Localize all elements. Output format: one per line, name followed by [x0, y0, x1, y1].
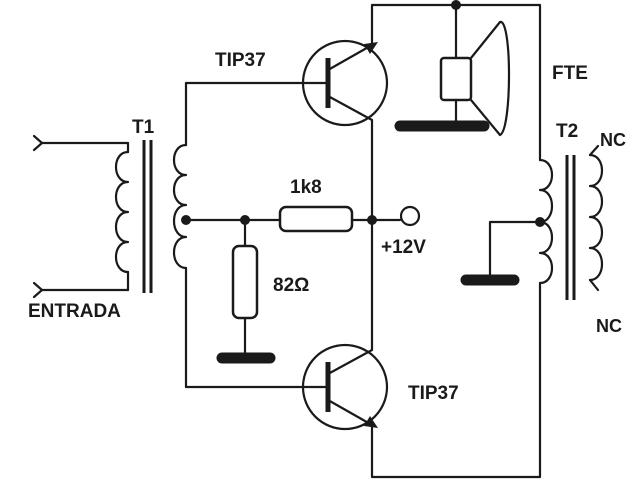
- t2-primary-coil: [460, 158, 554, 302]
- t1-core: [142, 140, 153, 293]
- input-label: ENTRADA: [28, 301, 121, 322]
- speaker-label: FTE: [552, 63, 588, 84]
- supply-label: +12V: [381, 237, 426, 258]
- nc-bottom-label: NC: [596, 316, 622, 336]
- resistor-82ohm: [216, 218, 276, 364]
- speaker: [394, 3, 511, 137]
- t1-primary-coil: [114, 141, 130, 292]
- supply-terminal: [399, 205, 421, 227]
- main-wiring: [184, 3, 542, 479]
- t2-label: T2: [556, 121, 579, 142]
- t1-secondary-coil: [172, 81, 188, 389]
- nc-top-label: NC: [600, 130, 626, 150]
- t2-core: [565, 155, 576, 300]
- resistor-1k8: [278, 205, 354, 233]
- q2-label: TIP37: [408, 383, 459, 404]
- transistor-q2: [184, 343, 389, 431]
- t2-secondary-coil: [588, 144, 604, 292]
- t1-label: T1: [132, 117, 155, 138]
- resistor-82-label: 82Ω: [273, 275, 310, 296]
- resistor-1k8-label: 1k8: [290, 177, 322, 198]
- input-terminals: [32, 134, 130, 299]
- q1-label: TIP37: [215, 50, 266, 71]
- transistor-q1: [184, 39, 389, 127]
